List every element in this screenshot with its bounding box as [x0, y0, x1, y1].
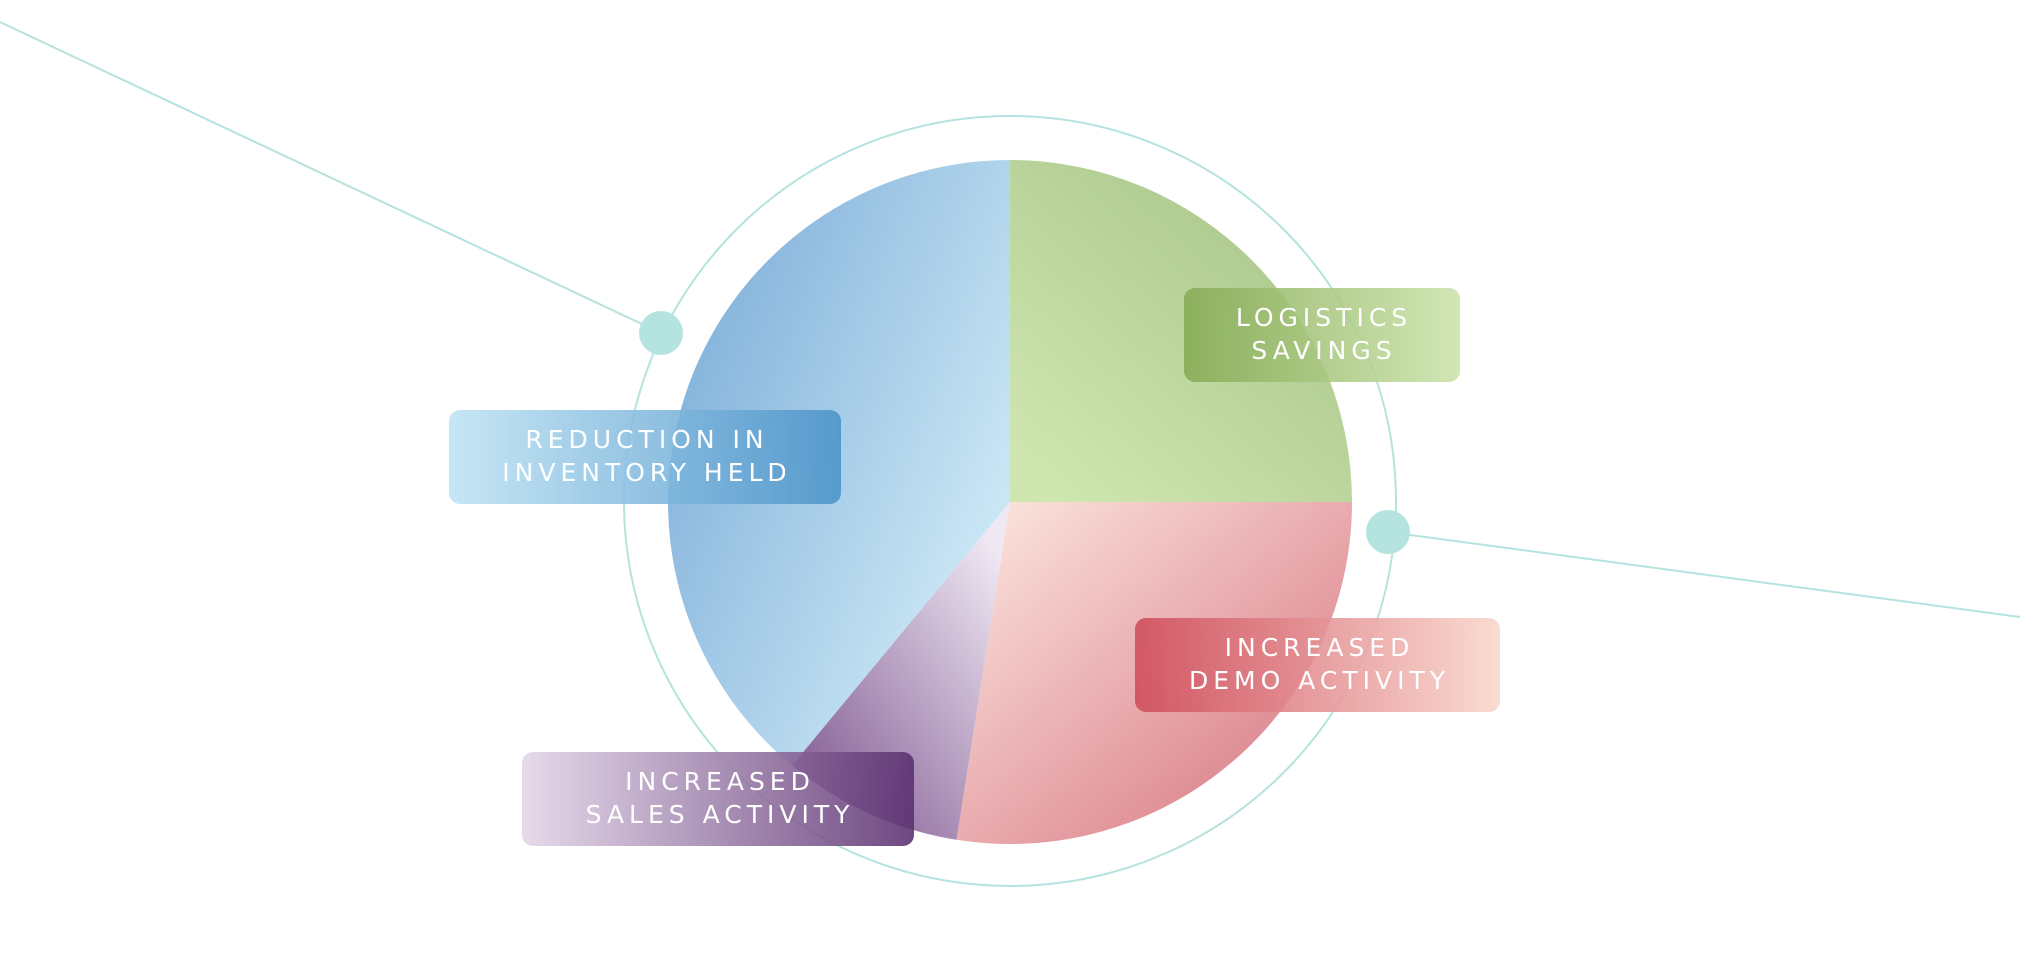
- slice-label-demo: INCREASED DEMO ACTIVITY: [1135, 618, 1500, 712]
- pie-slice-logistics: [1010, 160, 1352, 502]
- connector-dot-left: [639, 311, 683, 355]
- label-box-logistics: [1184, 288, 1460, 382]
- label-line-demo-1: DEMO ACTIVITY: [1189, 666, 1450, 695]
- slice-label-logistics: LOGISTICS SAVINGS: [1184, 288, 1460, 382]
- label-line-demo-0: INCREASED: [1225, 633, 1415, 662]
- label-line-logistics-0: LOGISTICS: [1236, 303, 1412, 332]
- label-box-inventory: [449, 410, 841, 504]
- label-line-sales-0: INCREASED: [625, 767, 815, 796]
- label-line-logistics-1: SAVINGS: [1251, 336, 1396, 365]
- label-line-sales-1: SALES ACTIVITY: [586, 800, 855, 829]
- label-line-inventory-1: INVENTORY HELD: [502, 458, 791, 487]
- connector-line-left: [0, 21, 662, 334]
- slice-label-sales: INCREASED SALES ACTIVITY: [522, 752, 914, 846]
- pie-slices: [667, 160, 1352, 844]
- label-line-inventory-0: REDUCTION IN: [525, 425, 768, 454]
- connector-lines: [0, 21, 2020, 618]
- label-box-sales: [522, 752, 914, 846]
- label-box-demo: [1135, 618, 1500, 712]
- connector-line-right: [1387, 531, 2020, 618]
- slice-label-inventory: REDUCTION IN INVENTORY HELD: [449, 410, 841, 504]
- connector-dot-right: [1366, 510, 1410, 554]
